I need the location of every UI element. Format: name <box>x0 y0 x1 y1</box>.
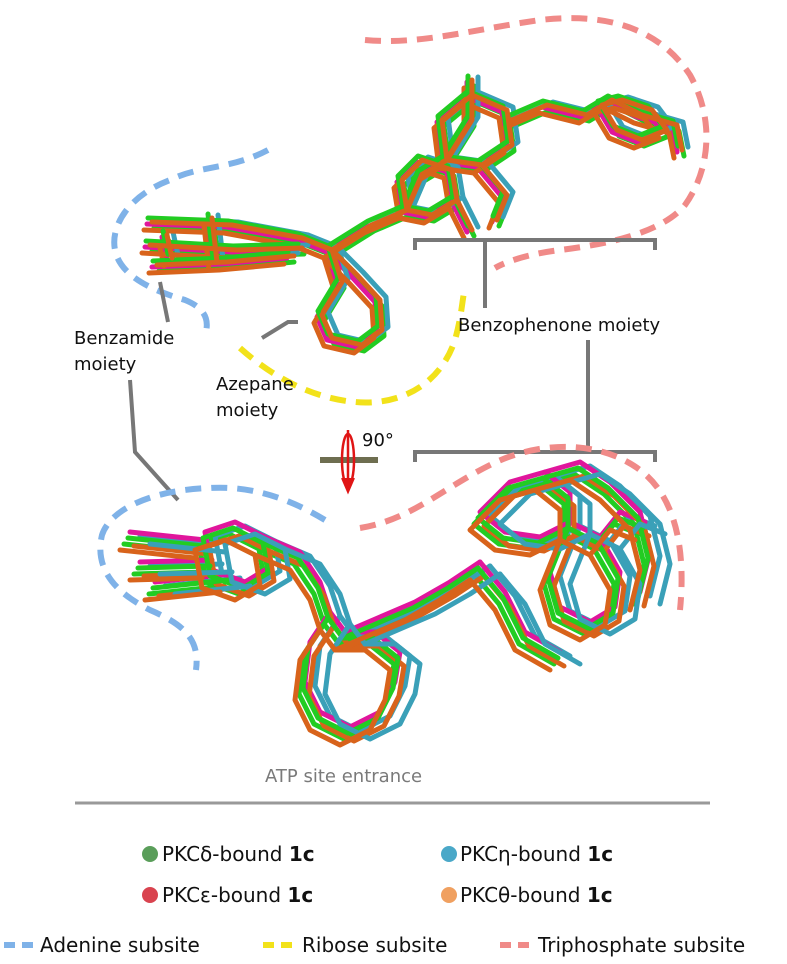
legend-item-epsilon: PKCε-bound 1c <box>162 883 313 907</box>
adenine-legend-label: Adenine subsite <box>40 933 200 957</box>
legend-marker-epsilon <box>142 887 158 903</box>
ligand-overlay-bottom-view <box>120 462 670 745</box>
legend-item-eta: PKCη-bound 1c <box>460 842 613 866</box>
legend-marker-theta <box>441 887 457 903</box>
ligand-overlay-top-view <box>142 76 688 353</box>
benzophenone-label: Benzophenone moiety <box>458 315 661 336</box>
ribose-subsite-outline-top <box>237 287 468 406</box>
ribose-legend-label: Ribose subsite <box>302 933 447 957</box>
atp-site-entrance-label: ATP site entrance <box>265 766 422 787</box>
azepane-label-line2: moiety <box>216 400 279 421</box>
benzamide-label-line2: moiety <box>74 354 137 375</box>
triphosphate-subsite-outline-top <box>364 15 710 271</box>
legend-item-theta: PKCθ-bound 1c <box>460 883 613 907</box>
adenine-subsite-outline-top <box>111 147 270 336</box>
legend-item-delta: PKCδ-bound 1c <box>162 842 315 866</box>
rotation-label: 90° <box>362 430 394 451</box>
adenine-subsite-outline-bottom <box>97 484 327 671</box>
triphosphate-legend-label: Triphosphate subsite <box>537 933 745 957</box>
benzamide-label-line1: Benzamide <box>74 328 174 349</box>
azepane-label-line1: Azepane <box>216 374 294 395</box>
subsite-legend: Adenine subsite Ribose subsite Triphosph… <box>4 933 745 957</box>
annotation-lines <box>128 238 657 502</box>
triphosphate-subsite-outline-bottom <box>359 443 685 611</box>
legend-marker-delta <box>142 846 158 862</box>
legend-marker-eta <box>441 846 457 862</box>
rotation-90-icon <box>320 430 378 495</box>
legend: PKCδ-bound 1c PKCη-bound 1c PKCε-bound 1… <box>142 842 613 907</box>
